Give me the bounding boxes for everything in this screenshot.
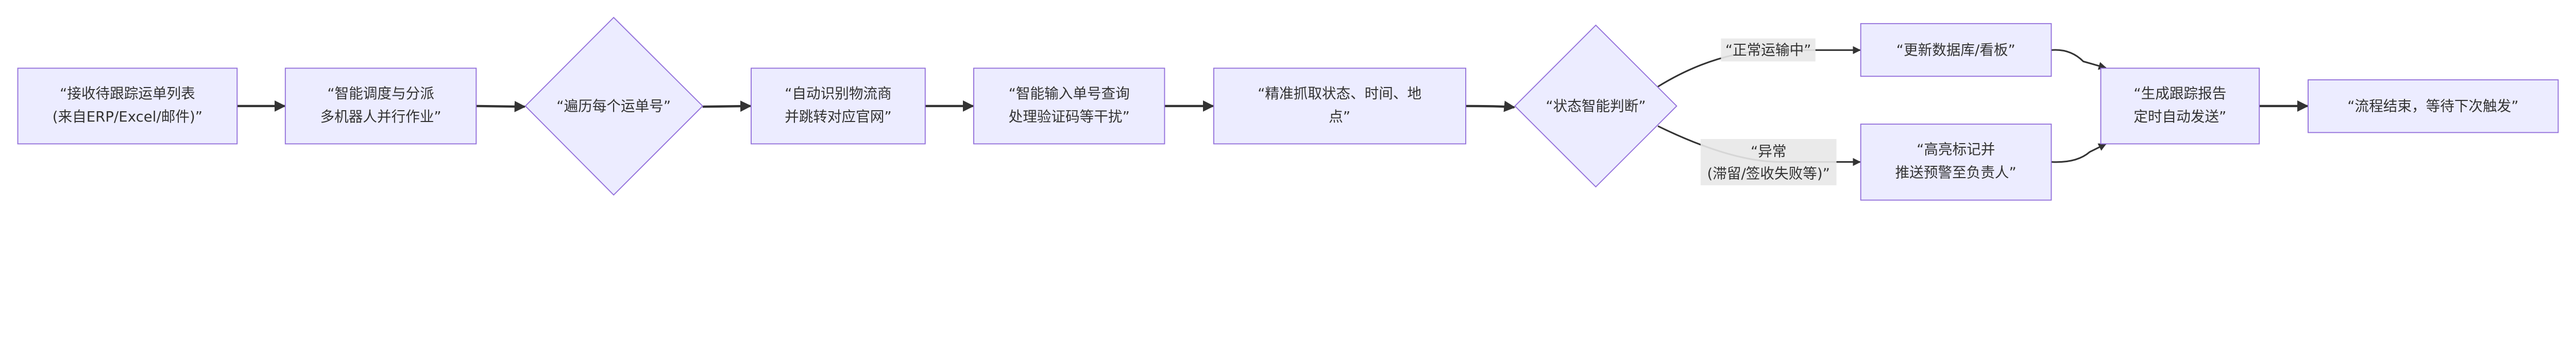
node-report: “生成跟踪报告 定时自动发送” (2100, 67, 2260, 145)
edge-label-abnormal: “异常 (滞留/签收失败等)” (1700, 138, 1837, 185)
node-dispatch-line1: “智能调度与分派 (327, 85, 434, 102)
node-report-line2: 定时自动发送” (2133, 108, 2226, 125)
edge-loop-identify (702, 100, 752, 112)
node-receive-line1: “接收待跟踪运单列表 (60, 85, 195, 102)
decision-loop: “遍历每个运单号” (524, 16, 704, 196)
node-query: “智能输入单号查询 处理验证码等干扰” (973, 67, 1165, 145)
node-alert-line2: 推送预警至负责人” (1895, 164, 2016, 181)
node-extract: “精准抓取状态、时间、地 点” (1213, 67, 1466, 145)
decision-judge: “状态智能判断” (1514, 24, 1677, 188)
node-receive: “接收待跟踪运单列表 (来自ERP/Excel/邮件)” (17, 67, 238, 145)
edge-alert-report (2051, 143, 2107, 163)
node-alert: “高亮标记并 推送预警至负责人” (1860, 124, 2052, 201)
node-dispatch-line2: 多机器人并行作业” (320, 108, 441, 125)
node-receive-line2: (来自ERP/Excel/邮件)” (53, 108, 202, 125)
edge-label-normal-text: “正常运输中” (1725, 42, 1811, 59)
edge-label-abnormal-line1: “异常 (1751, 143, 1787, 160)
edges (237, 46, 2309, 166)
node-update: “更新数据库/看板” (1860, 23, 2052, 77)
decision-loop-text: “遍历每个运单号” (556, 97, 671, 114)
edge-dispatch-loop (476, 100, 526, 112)
edge-extract-judge (1466, 100, 1516, 112)
node-identify-line1: “自动识别物流商 (785, 85, 892, 102)
node-report-line1: “生成跟踪报告 (2133, 85, 2226, 102)
node-query-line2: 处理验证码等干扰” (1009, 108, 1130, 125)
node-dispatch: “智能调度与分派 多机器人并行作业” (284, 67, 477, 145)
node-extract-line2: 点” (1329, 108, 1350, 125)
node-end: “流程结束，等待下次触发” (2308, 79, 2559, 133)
node-update-text: “更新数据库/看板” (1896, 42, 2015, 59)
node-query-line1: “智能输入单号查询 (1009, 85, 1130, 102)
node-identify: “自动识别物流商 并跳转对应官网” (751, 67, 926, 145)
edge-label-abnormal-line2: (滞留/签收失败等)” (1707, 165, 1830, 182)
node-extract-line1: “精准抓取状态、时间、地 (1258, 85, 1421, 102)
node-identify-line2: 并跳转对应官网” (785, 108, 892, 125)
flowchart: “正常运输中” “异常 (滞留/签收失败等)” “接收待跟踪运单列表 (来自ER… (17, 16, 2559, 201)
node-alert-line1: “高亮标记并 (1917, 141, 1995, 158)
node-end-text: “流程结束，等待下次触发” (2347, 97, 2518, 114)
edge-update-report (2051, 49, 2107, 70)
decision-judge-text: “状态智能判断” (1546, 97, 1646, 114)
edge-label-normal: “正常运输中” (1721, 38, 1816, 62)
